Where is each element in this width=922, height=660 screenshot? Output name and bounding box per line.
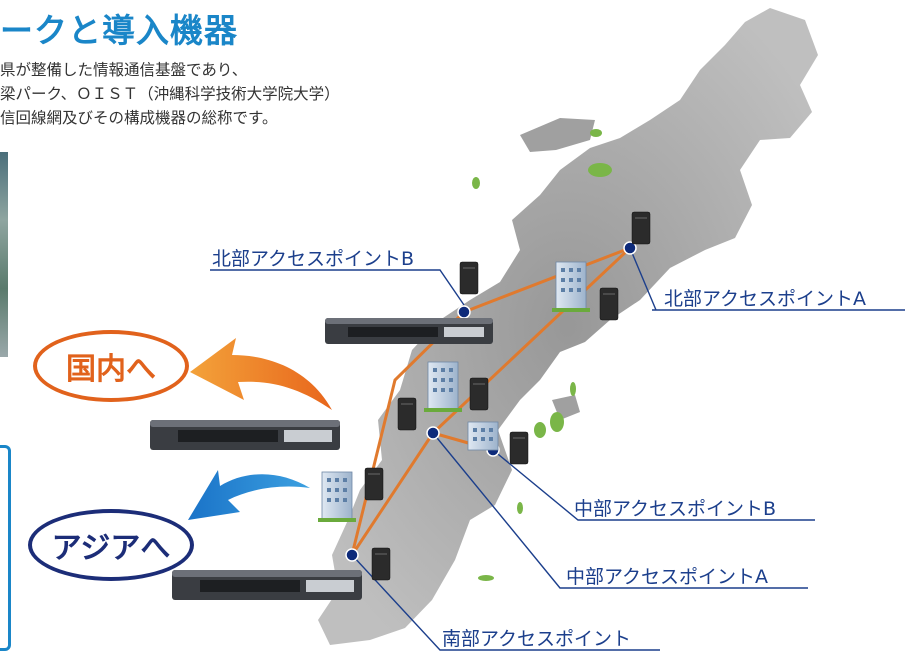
node-south: [345, 548, 359, 562]
node-central-a: [426, 426, 440, 440]
intro-line: 信回線網及びその構成機器の総称です。: [0, 109, 278, 127]
green-island: [517, 502, 523, 514]
rack-switch-middle: [150, 420, 340, 450]
intro-line: 県が整備した情報通信基盤であり、: [0, 61, 248, 79]
green-island: [588, 163, 612, 177]
okinawa-island: [318, 8, 818, 645]
server-icons: [364, 211, 651, 581]
intro-text: 県が整備した情報通信基盤であり、 梁パーク、ＯＩＳＴ（沖縄科学技術大学院大学） …: [0, 58, 340, 130]
green-island: [550, 412, 564, 432]
destination-domestic: 国内へ: [33, 330, 189, 402]
rack-switch-top: [325, 318, 493, 344]
panel-fragment: [0, 445, 11, 651]
building-icon: [467, 421, 499, 451]
green-island: [590, 129, 602, 137]
page-title: ークと導入機器: [0, 11, 238, 50]
domestic-arrow: [190, 338, 332, 410]
label-central-b: 中部アクセスポイントB: [574, 498, 777, 520]
label-south: 南部アクセスポイント: [442, 628, 632, 650]
server-icon: [599, 287, 619, 321]
server-icon: [631, 211, 651, 245]
asia-arrow: [188, 470, 310, 520]
node-north-a: [623, 241, 637, 255]
rack-switch-bottom: [172, 570, 362, 600]
server-icon: [371, 547, 391, 581]
server-icon: [509, 431, 529, 465]
label-north-a: 北部アクセスポイントA: [664, 288, 867, 310]
green-island: [472, 177, 480, 189]
intro-line: 梁パーク、ＯＩＳＴ（沖縄科学技術大学院大学）: [0, 85, 340, 103]
server-icon: [397, 397, 417, 431]
label-central-a: 中部アクセスポイントA: [566, 566, 769, 588]
destination-asia: アジアへ: [28, 509, 194, 581]
server-icon: [364, 467, 384, 501]
server-icon: [469, 377, 489, 411]
label-north-b: 北部アクセスポイントB: [212, 248, 415, 270]
node-north-b: [457, 305, 471, 319]
green-island: [478, 575, 494, 581]
photo-fragment: [0, 152, 8, 357]
server-icon: [459, 261, 479, 295]
green-island: [570, 382, 576, 396]
green-island: [534, 422, 546, 438]
